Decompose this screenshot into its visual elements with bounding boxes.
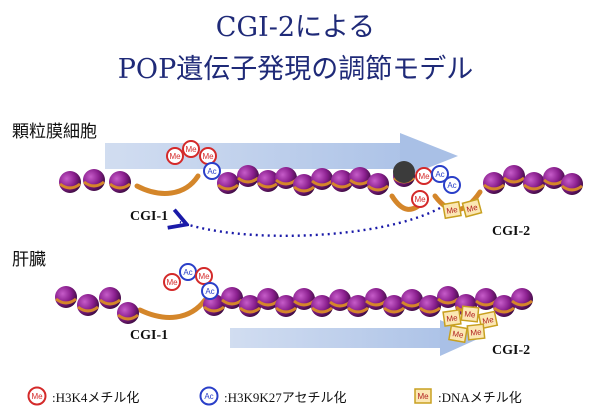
nucleosome [503, 165, 525, 187]
transcription-arrow-granulosa [105, 133, 458, 179]
nucleosome-dark [393, 161, 415, 183]
svg-text:Me: Me [202, 152, 214, 161]
svg-text:Ac: Ac [207, 167, 216, 176]
nucleosome [275, 295, 297, 317]
ac-mark: Ac [179, 263, 197, 281]
svg-text:Me: Me [466, 203, 480, 215]
nucleosome [217, 172, 239, 194]
nucleosome [293, 174, 315, 196]
nucleosome [99, 287, 121, 309]
dna-strand-liver [137, 297, 208, 320]
cgi1-label-liver: CGI-1 [130, 328, 169, 343]
cgi1-label-granulosa: CGI-1 [130, 209, 169, 224]
nucleosome [239, 295, 261, 317]
nucleosome [59, 171, 81, 193]
title-line-2: POP遺伝子発現の調節モデル [117, 54, 474, 85]
legend-text: :H3K4メチル化 [52, 389, 140, 405]
svg-text:Me: Me [446, 313, 459, 324]
histone-marks-cgi1-liver: Me Ac Me Ac [163, 263, 219, 300]
ac-mark: Ac [431, 165, 449, 183]
dna-methylation-cgi2-liver: Me Me Me Me Me [442, 305, 499, 344]
nucleosome [561, 173, 583, 195]
legend-h3k9k27-acetylation: Ac :H3K9K27アセチル化 [198, 385, 347, 407]
transcription-arrow-liver [230, 320, 480, 356]
nucleosome [347, 295, 369, 317]
ac-circle-icon: Ac [199, 386, 219, 406]
regulation-dotted-arrow [180, 206, 441, 238]
svg-text:Me: Me [414, 195, 426, 204]
nucleosome [383, 295, 405, 317]
nucleosome [257, 170, 279, 192]
h3k4-me-mark: Me [411, 190, 429, 208]
nucleosome [109, 171, 131, 193]
nucleosome [493, 295, 515, 317]
h3k4-me-mark: Me [166, 147, 184, 165]
title-line-1: CGI-2による [215, 12, 376, 43]
cgi2-label-granulosa: CGI-2 [492, 224, 531, 239]
svg-text:Me: Me [446, 205, 459, 216]
svg-text:Ac: Ac [447, 181, 456, 190]
h3k4-me-mark: Me [199, 147, 217, 165]
legend-text: :DNAメチル化 [438, 389, 522, 405]
histone-marks-cgi1-granulosa: Me Me Me Ac [166, 140, 221, 180]
h3k4-me-mark: Me [415, 167, 433, 185]
legend-h3k4-methylation: Me :H3K4メチル化 [26, 385, 139, 407]
me-circle-icon: Me [27, 386, 47, 406]
svg-text:Me: Me [470, 327, 483, 337]
svg-text:Me: Me [452, 329, 465, 340]
me-box-icon: Me [414, 388, 432, 404]
section-label-granulosa: 顆粒膜細胞 [12, 122, 97, 142]
svg-text:Ac: Ac [205, 287, 214, 296]
nucleosome [237, 165, 259, 187]
legend-text: :H3K9K27アセチル化 [224, 389, 347, 405]
nucleosome [419, 295, 441, 317]
nucleosome [83, 169, 105, 191]
ac-mark: Ac [201, 282, 219, 300]
nucleosome [367, 173, 389, 195]
nucleosome [55, 286, 77, 308]
svg-text:Me: Me [418, 172, 430, 181]
histone-marks-cgi2-granulosa: Me Ac Ac Me [411, 165, 461, 208]
svg-text:Me: Me [464, 309, 477, 319]
nucleosomes-granulosa [59, 161, 583, 196]
ac-mark: Ac [203, 162, 221, 180]
nucleosome [117, 302, 139, 324]
nucleosome [331, 170, 353, 192]
h3k4-me-mark: Me [163, 273, 181, 291]
svg-text:Me: Me [169, 152, 181, 161]
svg-text:Me: Me [482, 315, 495, 326]
nucleosome [511, 288, 533, 310]
svg-text:Ac: Ac [183, 268, 192, 277]
h3k4-me-mark: Me [182, 140, 200, 158]
svg-text:Ac: Ac [204, 392, 213, 401]
nucleosome [77, 294, 99, 316]
cgi2-label-liver: CGI-2 [492, 343, 531, 358]
section-label-liver: 肝臓 [12, 250, 46, 270]
legend-dna-methylation: Me :DNAメチル化 [412, 385, 522, 407]
nucleosome [311, 168, 333, 190]
svg-text:Me: Me [166, 278, 178, 287]
nucleosome [483, 172, 505, 194]
dna-methylation-cgi2-granulosa: Me Me [442, 198, 483, 220]
svg-text:Me: Me [417, 392, 429, 401]
ac-mark: Ac [443, 176, 461, 194]
svg-text:Me: Me [185, 145, 197, 154]
nucleosome [311, 295, 333, 317]
nucleosome [523, 172, 545, 194]
svg-text:Me: Me [31, 392, 43, 401]
svg-text:Ac: Ac [435, 170, 444, 179]
svg-text:Me: Me [198, 272, 210, 281]
h3k4-me-mark: Me [195, 267, 213, 285]
